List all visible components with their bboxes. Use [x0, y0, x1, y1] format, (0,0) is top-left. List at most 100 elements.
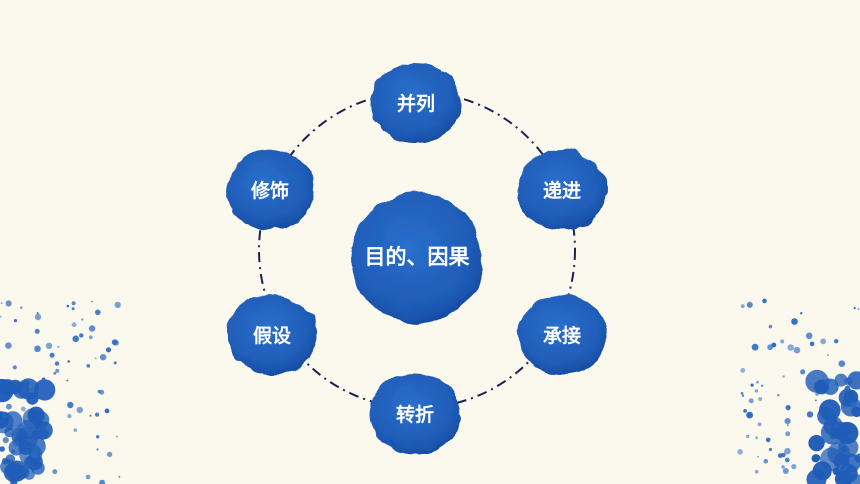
ink-speck: [95, 412, 100, 417]
ink-speck: [791, 318, 798, 325]
ink-speck: [116, 435, 118, 438]
node-ink-blot: [517, 295, 607, 375]
ink-speck: [755, 436, 758, 440]
ink-splatter-right-decoration: [737, 298, 860, 484]
ink-drop: [805, 369, 829, 393]
center-node: 目的、因果: [351, 193, 483, 323]
ink-speck: [820, 338, 827, 345]
ink-speck: [793, 346, 801, 354]
ink-speck: [71, 301, 76, 306]
ink-speck: [785, 405, 791, 411]
ink-speck: [823, 441, 826, 444]
ink-speck: [746, 434, 750, 438]
ink-speck: [827, 354, 829, 356]
node-label: 递进: [543, 179, 581, 202]
ink-speck: [754, 469, 759, 474]
ink-speck: [86, 364, 91, 368]
ink-speck: [757, 455, 759, 458]
ink-speck: [751, 343, 759, 351]
ink-speck: [748, 398, 754, 404]
ink-speck: [99, 354, 107, 361]
ink-speck: [768, 447, 773, 452]
ink-speck: [96, 435, 100, 439]
ink-drop: [0, 379, 16, 396]
ink-speck: [10, 449, 16, 454]
ink-speck: [777, 394, 780, 397]
ink-speck: [754, 389, 759, 393]
ink-speck: [810, 470, 813, 473]
ink-speck: [781, 465, 785, 469]
node-upper-right: 递进: [517, 150, 607, 230]
ink-speck: [29, 387, 34, 393]
ink-speck: [740, 392, 744, 395]
node-upper-left: 修饰: [225, 150, 315, 230]
ink-speck: [4, 475, 8, 478]
ink-speck: [17, 423, 24, 430]
ink-speck: [71, 322, 77, 328]
ink-speck: [815, 392, 819, 396]
ink-speck: [67, 401, 74, 409]
ink-speck: [768, 324, 773, 329]
ink-speck: [67, 414, 72, 419]
ink-speck: [88, 335, 93, 340]
ink-drop: [838, 437, 859, 458]
node-label: 转折: [396, 403, 434, 426]
ink-speck: [94, 357, 97, 360]
ink-speck: [838, 360, 846, 368]
ink-speck: [737, 449, 743, 455]
node-label: 并列: [397, 92, 435, 115]
node-bottom: 转折: [370, 374, 460, 454]
center-label: 目的、因果: [365, 245, 470, 269]
ink-speck: [0, 446, 5, 452]
ink-speck: [777, 453, 783, 458]
ink-speck: [5, 403, 12, 410]
ink-speck: [784, 457, 790, 463]
ink-speck: [806, 411, 814, 418]
ink-speck: [834, 339, 839, 344]
ink-drop: [829, 432, 837, 440]
ink-speck: [97, 389, 101, 394]
ink-speck: [746, 411, 753, 419]
ink-speck: [118, 476, 121, 478]
ink-drop: [6, 460, 28, 482]
ink-speck: [12, 365, 17, 370]
ink-speck: [5, 300, 12, 307]
ink-speck: [34, 313, 42, 321]
ink-drop: [847, 371, 860, 390]
ink-speck: [89, 414, 92, 417]
ink-speck: [740, 368, 746, 373]
ink-speck: [815, 399, 817, 402]
node-ink-blot: [370, 374, 460, 454]
node-top: 并列: [371, 63, 461, 143]
ink-drop: [832, 467, 841, 476]
ink-speck: [113, 361, 117, 365]
node-lower-right: 承接: [517, 295, 607, 375]
ink-speck: [52, 469, 58, 475]
node-lower-left: 假设: [227, 295, 317, 375]
ink-speck: [787, 424, 789, 426]
node-label: 承接: [543, 325, 581, 347]
node-ink-blot: [517, 150, 607, 230]
ink-drop: [817, 406, 836, 426]
ink-speck: [750, 383, 754, 387]
ink-drop: [27, 411, 36, 419]
ink-speck: [34, 345, 41, 353]
ink-speck: [81, 318, 84, 321]
ink-speck: [76, 406, 84, 414]
ink-speck: [842, 405, 846, 408]
ink-speck: [741, 394, 745, 397]
ink-speck: [849, 401, 857, 409]
ink-speck: [96, 448, 99, 451]
ink-speck: [800, 369, 806, 375]
ink-speck: [55, 368, 60, 373]
ink-drop: [808, 435, 825, 452]
ink-speck: [49, 352, 55, 358]
ink-speck: [23, 466, 27, 469]
ink-speck: [71, 307, 75, 311]
ink-speck: [41, 377, 46, 382]
ink-speck: [19, 306, 23, 309]
ink-speck: [34, 328, 40, 334]
ink-speck: [856, 410, 860, 415]
